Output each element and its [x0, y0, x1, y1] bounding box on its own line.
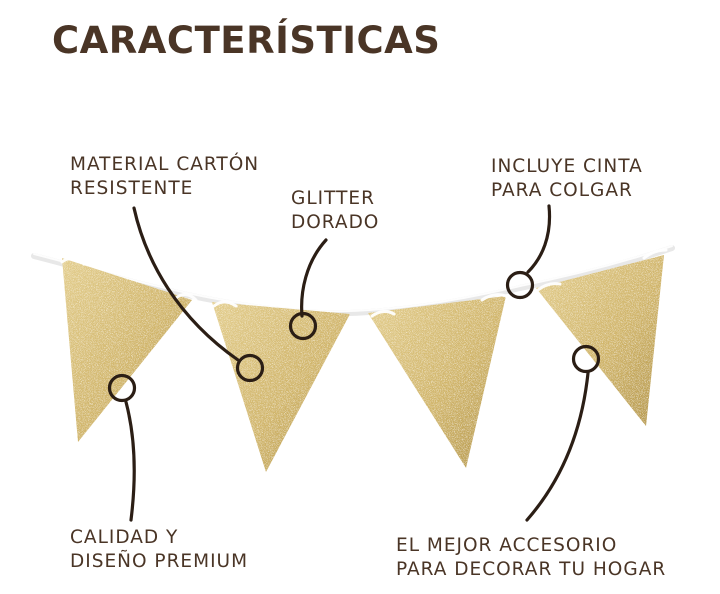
pennant-2	[212, 302, 350, 472]
material-leader-line	[132, 206, 240, 362]
callout-material-line-2: RESISTENTE	[70, 178, 194, 199]
accesorio-leader-line	[525, 371, 590, 522]
page-title: CARACTERÍSTICAS	[52, 19, 441, 62]
pennant-1	[62, 258, 192, 442]
callout-material: MATERIAL CARTÓN RESISTENTE	[70, 153, 259, 201]
ribbon-highlight	[33, 245, 673, 313]
callout-accesorio-line-1: EL MEJOR ACCESORIO	[396, 535, 618, 556]
callout-calidad-line-2: DISEÑO PREMIUM	[70, 551, 249, 572]
callout-cinta-line-2: PARA COLGAR	[491, 180, 633, 201]
callout-accesorio: EL MEJOR ACCESORIO PARA DECORAR TU HOGAR	[396, 534, 666, 582]
callout-accesorio-line-2: PARA DECORAR TU HOGAR	[396, 559, 667, 580]
glitter-leader-line	[300, 238, 328, 318]
glitter-marker-circle	[288, 311, 318, 341]
pennant-3	[368, 296, 506, 468]
cinta-marker-circle	[505, 270, 535, 300]
callout-cinta: INCLUYE CINTA PARA COLGAR	[491, 155, 643, 203]
material-marker-circle	[235, 353, 265, 383]
callout-glitter-line-1: GLITTER	[291, 188, 375, 209]
cinta-leader-line	[526, 204, 552, 274]
callout-calidad-line-1: CALIDAD Y	[70, 527, 179, 548]
pennant-4	[536, 255, 664, 426]
calidad-leader-line	[124, 400, 136, 522]
accesorio-marker-circle	[571, 344, 601, 374]
calidad-marker-circle	[107, 373, 137, 403]
callout-glitter: GLITTER DORADO	[291, 187, 379, 235]
callout-cinta-line-1: INCLUYE CINTA	[491, 156, 643, 177]
callout-material-line-1: MATERIAL CARTÓN	[70, 154, 260, 175]
callout-calidad: CALIDAD Y DISEÑO PREMIUM	[70, 526, 248, 574]
callout-glitter-line-2: DORADO	[291, 212, 380, 233]
ribbon-loops	[60, 248, 668, 318]
